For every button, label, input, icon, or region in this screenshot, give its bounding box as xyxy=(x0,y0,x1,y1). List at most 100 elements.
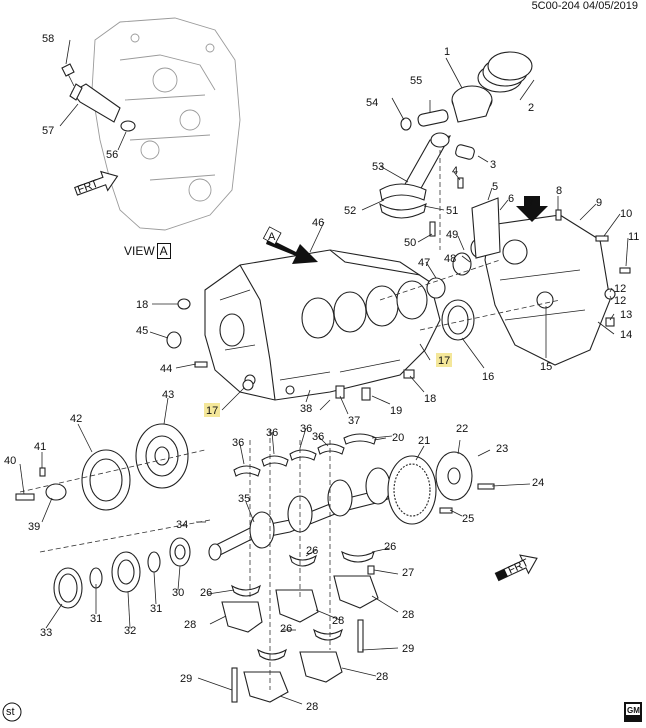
leader-lines xyxy=(19,39,629,705)
inset-front-cover-ghost xyxy=(91,17,241,231)
callout-26-b: 26 xyxy=(384,541,396,553)
callout-51: 51 xyxy=(446,205,458,217)
callout-36-d: 36 xyxy=(312,431,324,443)
st-symbol: st xyxy=(2,702,22,722)
callout-43: 43 xyxy=(162,389,174,401)
callout-25: 25 xyxy=(462,513,474,525)
callout-48: 48 xyxy=(444,253,456,265)
callout-24: 24 xyxy=(532,477,544,489)
front-gear-stack xyxy=(53,537,191,609)
callout-22: 22 xyxy=(456,423,468,435)
callout-45: 45 xyxy=(136,325,148,337)
flexplate xyxy=(387,451,495,525)
callout-12b: 12 xyxy=(614,295,626,307)
st-symbol-text: st xyxy=(6,706,15,718)
callout-33: 33 xyxy=(40,627,52,639)
callout-39: 39 xyxy=(28,521,40,533)
callout-9: 9 xyxy=(596,197,602,209)
callout-26-a: 26 xyxy=(306,545,318,557)
callout-12a: 12 xyxy=(614,283,626,295)
callout-8: 8 xyxy=(556,185,562,197)
callout-20: 20 xyxy=(392,432,404,444)
callout-7: 7 xyxy=(528,197,534,209)
balancer-pulley-assembly xyxy=(15,423,189,511)
view-a-arrow: A xyxy=(262,226,318,264)
piston-assembly xyxy=(379,51,533,219)
callout-26-d: 26 xyxy=(280,623,292,635)
callout-1: 1 xyxy=(444,46,450,58)
rear-cover xyxy=(484,214,611,366)
callout-18-right: 18 xyxy=(424,393,436,405)
callout-26-c: 26 xyxy=(200,587,212,599)
callout-4: 4 xyxy=(452,165,458,177)
frt-arrow-main: FRT xyxy=(494,554,538,582)
bolts xyxy=(166,177,631,401)
callout-32: 32 xyxy=(124,625,136,637)
callout-18-left: 18 xyxy=(136,299,148,311)
highlight-17-right xyxy=(436,353,452,367)
gm-logo-text: GM xyxy=(627,706,640,715)
callout-27: 27 xyxy=(402,567,414,579)
callout-2: 2 xyxy=(528,102,534,114)
gm-logo: GM xyxy=(624,702,642,722)
callout-29-left: 29 xyxy=(180,673,192,685)
callout-52: 52 xyxy=(344,205,356,217)
callout-53: 53 xyxy=(372,161,384,173)
callout-54: 54 xyxy=(366,97,378,109)
frt-text-inset: FRT xyxy=(76,178,100,197)
callout-6: 6 xyxy=(508,193,514,205)
callout-50: 50 xyxy=(404,237,416,249)
callout-28-e: 28 xyxy=(306,701,318,713)
callout-36-a: 36 xyxy=(232,437,244,449)
callout-44: 44 xyxy=(160,363,172,375)
callout-42: 42 xyxy=(70,413,82,425)
callout-41: 41 xyxy=(34,441,46,453)
callout-40: 40 xyxy=(4,455,16,467)
header-code: 5C00-204 04/05/2019 xyxy=(531,0,638,12)
callout-37: 37 xyxy=(348,415,360,427)
callout-17-left: 17 xyxy=(206,405,218,417)
callout-55: 55 xyxy=(410,75,422,87)
callout-31-left: 31 xyxy=(90,613,102,625)
callout-36-b: 36 xyxy=(266,427,278,439)
install-arrow xyxy=(516,196,548,222)
view-letter-box: A xyxy=(156,243,171,259)
callout-10: 10 xyxy=(620,208,632,220)
callout-56: 56 xyxy=(106,149,118,161)
callout-17-right: 17 xyxy=(438,355,450,367)
callout-23: 23 xyxy=(496,443,508,455)
callout-28-b: 28 xyxy=(184,619,196,631)
alignment-lines xyxy=(19,150,561,690)
engine-block xyxy=(204,249,441,401)
callout-13: 13 xyxy=(620,309,632,321)
view-a-arrow-letter: A xyxy=(268,231,276,243)
callout-19: 19 xyxy=(390,405,402,417)
callout-35: 35 xyxy=(238,493,250,505)
callout-47: 47 xyxy=(418,257,430,269)
callout-46: 46 xyxy=(312,217,324,229)
seal-and-gaskets xyxy=(426,196,548,341)
callout-31-right: 31 xyxy=(150,603,162,615)
callout-49: 49 xyxy=(446,229,458,241)
callout-14: 14 xyxy=(620,329,632,341)
callout-28-a: 28 xyxy=(402,609,414,621)
callout-34: 34 xyxy=(176,519,188,531)
bearing-caps xyxy=(221,565,379,703)
callout-38: 38 xyxy=(300,403,312,415)
callout-28-d: 28 xyxy=(376,671,388,683)
highlight-17-left xyxy=(204,403,220,417)
callout-58: 58 xyxy=(42,33,54,45)
callout-5: 5 xyxy=(492,181,498,193)
callout-29-right: 29 xyxy=(402,643,414,655)
callout-16: 16 xyxy=(482,371,494,383)
callout-15: 15 xyxy=(540,361,552,373)
callout-57: 57 xyxy=(42,125,54,137)
callout-21: 21 xyxy=(418,435,430,447)
callout-28-c: 28 xyxy=(332,615,344,627)
callout-36-c: 36 xyxy=(300,423,312,435)
camshaft-sensor xyxy=(61,63,136,132)
bearing-shells xyxy=(231,433,377,661)
callout-11: 11 xyxy=(628,231,639,243)
